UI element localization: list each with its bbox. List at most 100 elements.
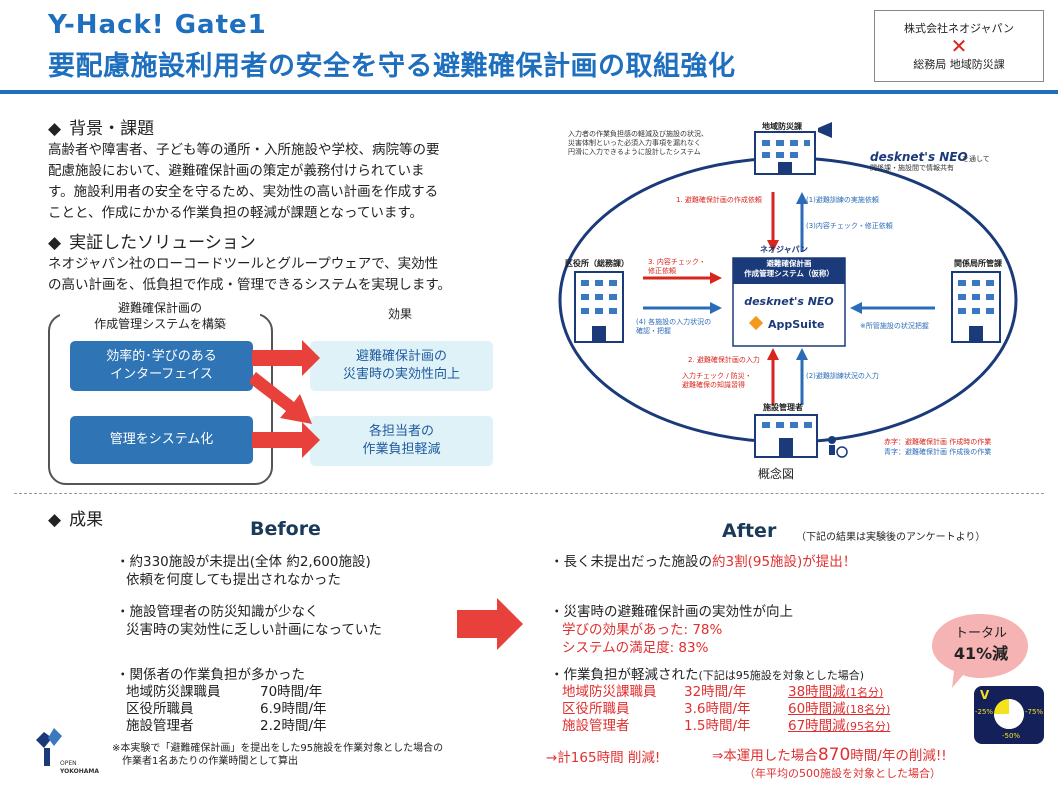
diagram-note-line: 災害体制といった必須入力事項を漏れなく [568,139,701,147]
summary-right: ⇒本運用した場合870時間/年の削減!! [712,744,947,765]
effect-box-line: 避難確保計画の [355,349,447,364]
table-cell: 区役所職員 [126,701,194,717]
system-bracket-label: 避難確保計画の 作成管理システムを構築 [60,300,260,332]
diamond-icon: ◆ [48,119,62,139]
after-item-2-line: システムの満足度: 83% [562,640,709,656]
results-heading: ◆ 成果 [48,505,103,530]
diamond-icon: ◆ [48,510,62,530]
table-cell: 地域防災課職員 [562,684,657,700]
table-cell: 38時間減 [788,684,846,700]
background-heading-text: 背景・課題 [69,119,155,139]
before-item-2: ・施設管理者の防災知識が少なく 災害時の実効性に乏しい計画になっていた [116,603,382,639]
system-title-line: 避難確保計画 [766,259,812,268]
before-after-arrow [457,598,523,650]
partner-org: 総務局 地域防災課 [913,58,1005,71]
bracket-label-line: 作成管理システムを構築 [94,317,226,331]
step3-red: 3. 内容チェック・ 修正依頼 [648,258,706,276]
related-building-icon [951,271,1001,343]
city-office-label: 地域防災課 [762,122,802,131]
after-item-1-prefix: ・長く未提出だった施設の [550,554,712,570]
summary-right-prefix: ⇒本運用した場合 [712,748,818,764]
effect-box-line: 作業負担軽減 [362,442,441,457]
after-item-2: ・災害時の避難確保計画の実効性が向上 学びの効果があった: 78% システムの満… [550,603,793,657]
desknets-note-1: を通して [962,155,990,163]
step2-note-line: 避難確保の知識習得 [682,381,745,389]
summary-right-suffix: 時間/年の削減!! [850,748,947,764]
after-item-1-highlight: 約3割(95施設)が提出！ [712,554,857,570]
after-title: After [722,520,777,542]
arrow-right-icon [252,422,320,458]
solution-line: の高い計画を、低負担で作成・管理できるシステムを実現します。 [48,277,451,293]
table-cell: 67時間減 [788,718,846,734]
interface-box-line: 効率的･学びのある [106,349,217,364]
before-burden-head: ・関係者の作業負担が多かった [116,667,305,683]
table-cell: 32時間/年 [684,684,747,700]
background-line: す。施設利用者の安全を守るため、実効性の高い計画を作成する [48,184,439,200]
section-divider [14,493,1044,494]
ward-building-icon [574,271,624,343]
step2-note-line: 入力チェック / 防災・ [682,372,752,380]
table-row: 区役所職員 6.9時間/年 [126,701,333,718]
cross-icon: ✕ [950,34,968,58]
step4-blue-line: (4) 各施設の入力状況の [636,318,712,326]
summary-right-number: 870 [817,745,851,765]
after-item-1: ・長く未提出だった施設の約3割(95施設)が提出！ [550,553,856,571]
background-heading: ◆ 背景・課題 [48,114,154,139]
table-cell: 施設管理者 [562,718,630,734]
logo-open: OPEN [60,760,77,767]
system-title: 避難確保計画 作成管理システム（仮称） [733,259,845,279]
after-note: （下記の結果は実験後のアンケートより） [796,532,986,543]
before-title: Before [250,518,321,540]
arrow-diagonal-icon [250,372,312,424]
solution-line: ネオジャパン社のローコードツールとグループウェアで、実効性 [48,256,439,272]
legend-red: 赤字：避難確保計画 作成時の作業 [884,438,992,446]
table-cell: 70時間/年 [260,684,323,700]
solution-text: ネオジャパン社のローコードツールとグループウェアで、実効性 の高い計画を、低負担… [48,254,508,296]
background-text: 高齢者や障害者、子ども等の通所・入所施設や学校、病院等の要 配慮施設において、避… [48,140,508,224]
after-item-3-note: (下記は95施設を対象とした場合) [698,669,865,682]
diagram-note-line: 入力者の作業負担感の軽減及び施設の状況、 [568,130,708,138]
speech-bubble-icon [932,614,1028,688]
effect-box-line: 各担当者の [368,424,434,439]
step1-red: 1. 避難確保計画の作成依頼 [676,196,762,204]
table-row: 施設管理者 1.5時間/年 67時間減 (95名分) [562,718,896,735]
after-item-3-head: ・作業負担が軽減された [550,667,699,683]
step2-blue: (2)避難訓練状況の入力 [806,372,879,380]
facility-manager-label: 施設管理者 [763,403,803,412]
background-line: 高齢者や障害者、子ども等の通所・入所施設や学校、病院等の要 [48,142,440,158]
table-cell: 6.9時間/年 [260,701,327,717]
title-divider [0,90,1058,94]
title-line-2: 要配慮施設利用者の安全を守る避難確保計画の取組強化 [48,51,736,82]
partner-box: 株式会社ネオジャパン ✕ 総務局 地域防災課 [874,10,1044,82]
gauge-right-label: -75% [1025,708,1044,716]
solution-arrows [250,340,320,458]
desknets-note-2: 関係課・施設間で情報共有 [870,164,954,172]
effect-box-1: 避難確保計画の 災害時の実効性向上 [310,341,493,391]
gauge-v-label: V [980,688,990,702]
background-line: ことと、作成にかかる作業負担の軽減が課題となっています。 [48,205,424,221]
results-heading-text: 成果 [69,510,104,530]
ward-office-label: 区役所（総務課） [565,259,629,268]
step1-blue: (1)避難訓練の実施依頼 [806,196,879,204]
table-cell: (1名分) [845,686,884,699]
summary-note: （年平均の500施設を対象とした場合） [744,767,941,780]
diagram-top-note: 入力者の作業負担感の軽減及び施設の状況、 災害体制といった必須入力事項を漏れなく… [568,130,708,157]
step3-blue: (3)内容チェック・修正依頼 [806,222,893,230]
after-burden-table: 地域防災課職員 32時間/年 38時間減 (1名分) 区役所職員 3.6時間/年… [562,684,896,735]
before-item-line: 災害時の実効性に乏しい計画になっていた [126,622,382,638]
table-cell: 60時間減 [788,701,846,717]
table-cell: (18名分) [845,703,891,716]
diamond-icon: ◆ [48,233,62,253]
gauge-panel: V -25% -75% -50% [974,686,1044,744]
footnote-line: 作業者1名あたりの作業時間として算出 [122,756,299,767]
total-value: 41%減 [953,644,1009,663]
footnote-line: ※本実験で「避難確保計画」を提出をした95施設を作業対象とした場合の [112,743,444,754]
interface-box-line: インターフェイス [110,367,213,382]
before-footnote: ※本実験で「避難確保計画」を提出をした95施設を作業対象とした場合の 作業者1名… [112,742,443,768]
solution-heading-text: 実証したソリューション [69,233,256,253]
table-row: 地域防災課職員 32時間/年 38時間減 (1名分) [562,684,896,701]
desknets-label: desknet's NEO [870,150,968,164]
